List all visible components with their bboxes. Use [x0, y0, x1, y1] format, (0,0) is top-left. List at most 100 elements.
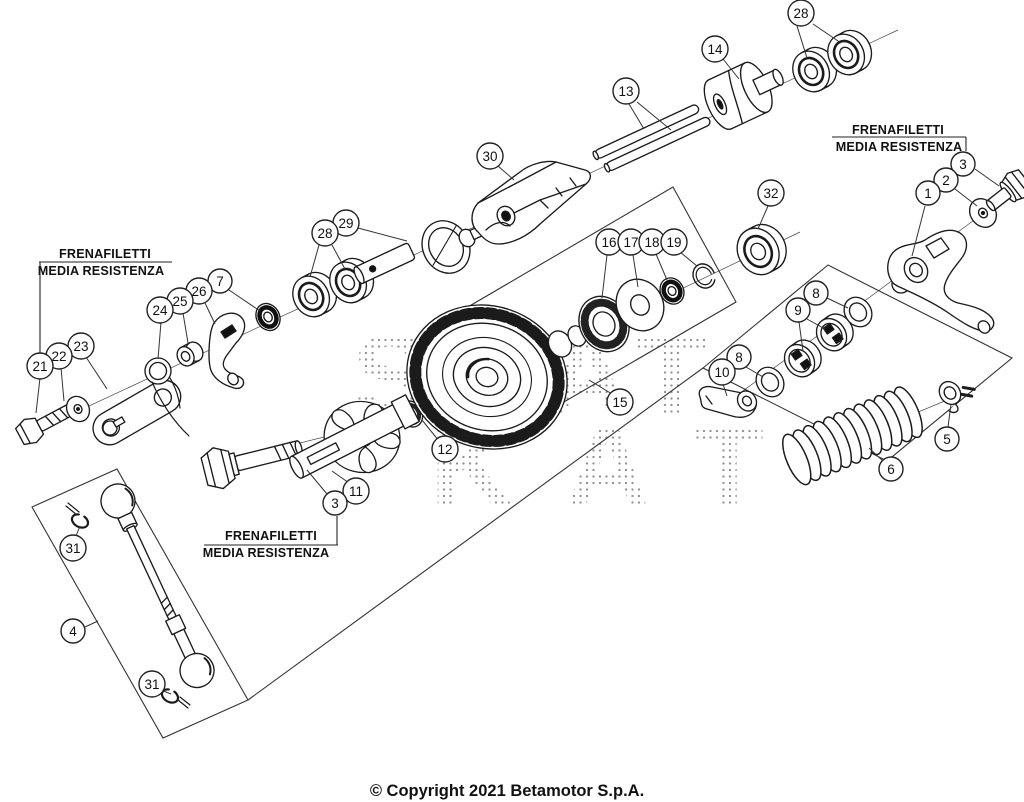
part-pawl-plate-26	[208, 312, 246, 390]
leader-line-29	[357, 227, 408, 242]
callout-number-25: 25	[172, 294, 187, 309]
callout-number-28: 28	[793, 6, 808, 21]
callout-number-6: 6	[887, 462, 895, 477]
callout-2: 2	[933, 167, 959, 193]
callout-31: 31	[59, 534, 87, 562]
leader-line-28	[309, 244, 320, 278]
leader-line-3	[306, 469, 328, 495]
callout-circle-10	[708, 358, 736, 386]
callout-circle-1	[915, 180, 941, 206]
copyright-text: © Copyright 2021 Betamotor S.p.A.	[370, 782, 644, 800]
leader-line-13	[628, 103, 645, 130]
part-pawl-9-b	[815, 313, 854, 352]
leader-line-8	[745, 366, 764, 378]
callout-number-24: 24	[152, 303, 168, 318]
axis-centerline	[727, 191, 1013, 403]
callout-16: 16	[595, 228, 623, 256]
part-circlip-19	[692, 263, 716, 289]
callout-number-11: 11	[349, 484, 363, 499]
part-seal-18	[659, 277, 685, 305]
leader-line-3	[974, 168, 1000, 187]
callout-number-29: 29	[338, 216, 353, 231]
callout-8: 8	[726, 344, 752, 370]
leader-line-2	[954, 188, 978, 207]
leader-line-16	[601, 254, 608, 299]
part-spring-6	[782, 386, 923, 486]
leader-line-7	[228, 289, 261, 312]
callout-17: 17	[617, 228, 645, 256]
part-washer-8-lower	[755, 366, 785, 398]
leader-line-25	[182, 312, 189, 344]
part-lever-bolt-3	[985, 169, 1024, 212]
callout-number-21: 21	[32, 359, 47, 374]
part-impeller-bolt-3	[200, 440, 303, 490]
part-needle-bearing-16	[578, 295, 630, 353]
leader-line-17	[632, 254, 639, 288]
callout-9: 9	[785, 297, 811, 323]
callout-30: 30	[476, 142, 504, 170]
callout-circle-31	[59, 534, 87, 562]
part-washer-8-upper	[843, 296, 873, 328]
leader-line-23	[85, 356, 108, 390]
callout-18: 18	[638, 228, 666, 256]
callout-13: 13	[612, 77, 640, 105]
part-bushing-25	[176, 341, 204, 367]
callout-32: 32	[757, 179, 785, 207]
thread-lock-label-line2: MEDIA RESISTENZA	[38, 264, 165, 278]
callout-19: 19	[660, 228, 688, 256]
part-torsion-spring-24	[144, 357, 190, 437]
callout-circle-3	[322, 490, 348, 516]
callout-number-31: 31	[65, 541, 80, 556]
callout-14: 14	[701, 35, 729, 63]
parts-layer	[14, 22, 1024, 709]
callout-circle-6	[878, 456, 904, 482]
callout-circle-8	[803, 280, 829, 306]
part-link-plate-23	[92, 379, 182, 446]
callout-28: 28	[311, 219, 339, 247]
callout-number-16: 16	[601, 235, 616, 250]
leader-line-24	[157, 321, 162, 360]
thread-lock-label-line1: FRENAFILETTI	[852, 123, 944, 137]
callout-number-23: 23	[73, 339, 88, 354]
leader-line-30	[497, 165, 515, 181]
callout-circle-12	[431, 435, 459, 463]
leader-line-4	[84, 620, 99, 628]
leader-line-9	[806, 318, 826, 330]
part-bearing-32	[736, 223, 787, 276]
leader-line-15	[588, 379, 613, 395]
part-pins-13	[592, 104, 711, 173]
part-shaft-29	[353, 242, 416, 285]
callout-number-12: 12	[437, 442, 452, 457]
callout-number-30: 30	[482, 149, 497, 164]
thread-lock-label-line1: FRENAFILETTI	[59, 247, 151, 261]
leader-line-31	[75, 525, 81, 537]
leader-line-8	[826, 297, 849, 309]
callout-number-1: 1	[924, 186, 932, 201]
part-pump-shaft-15	[289, 394, 420, 479]
leader-line-6	[868, 447, 884, 462]
part-clip-31-upper	[65, 502, 90, 529]
part-gear-15	[406, 304, 568, 450]
callout-number-22: 22	[51, 349, 66, 364]
group-box-rod-group	[31, 468, 249, 739]
callout-number-4: 4	[69, 624, 77, 639]
callout-10: 10	[708, 358, 736, 386]
callout-circle-3	[950, 151, 976, 177]
callout-3: 3	[322, 490, 348, 516]
callout-number-3: 3	[959, 157, 967, 172]
callout-number-7: 7	[216, 274, 224, 289]
callout-28: 28	[787, 0, 815, 27]
leader-line-14	[722, 58, 740, 80]
part-clip-5	[938, 380, 976, 414]
part-coupler-14	[703, 61, 784, 130]
part-washer-22	[65, 395, 91, 423]
callout-number-10: 10	[714, 365, 729, 380]
callout-number-31: 31	[144, 677, 159, 692]
callout-number-32: 32	[763, 186, 778, 201]
callout-1: 1	[915, 180, 941, 206]
callout-number-9: 9	[794, 303, 802, 318]
callout-number-3: 3	[331, 496, 339, 511]
